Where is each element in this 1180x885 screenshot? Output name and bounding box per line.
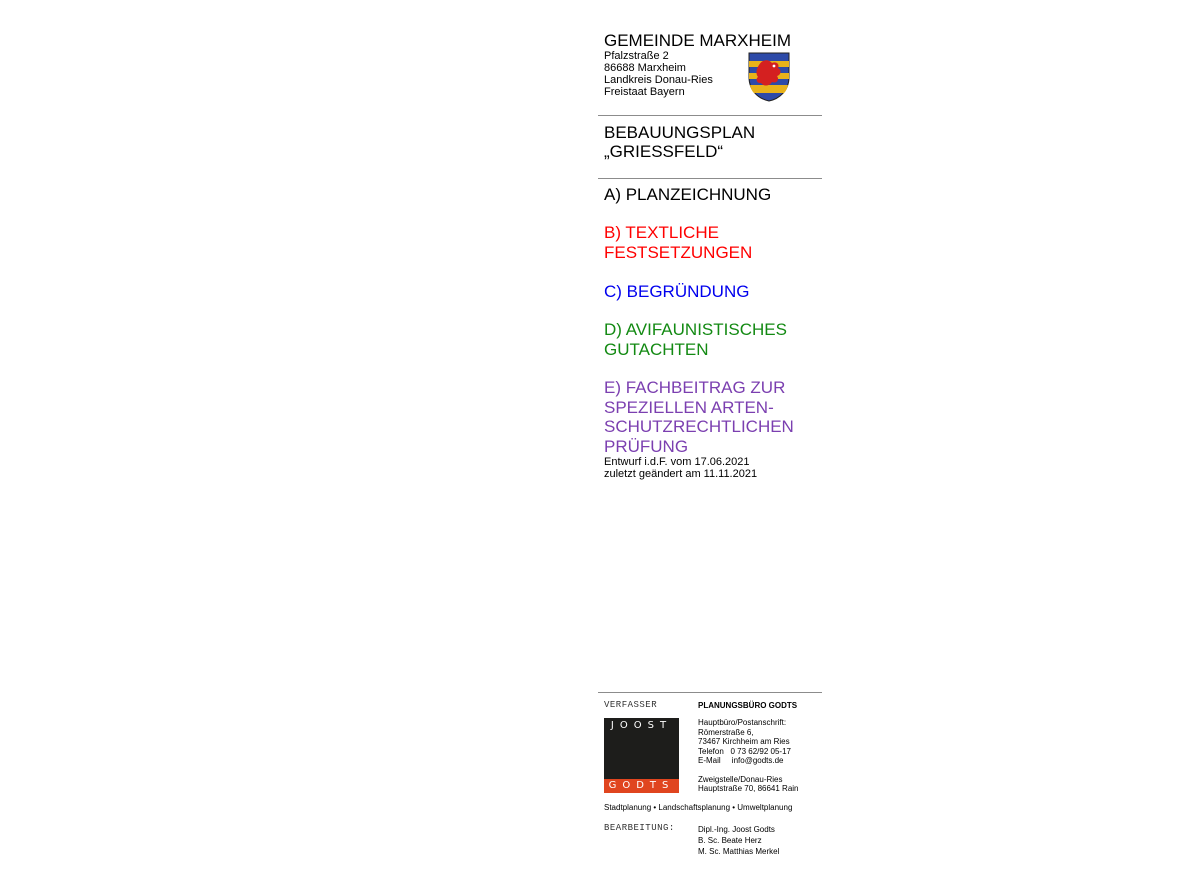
section-a-label: A) PLANZEICHNUNG [604,185,772,204]
plan-title-line: „GRIESSFELD“ [604,142,724,161]
section-e-line: PRÜFUNG [604,436,689,456]
address-line: Pfalzstraße 2 [604,50,669,62]
section-d: D) AVIFAUNISTISCHES GUTACHTEN [604,320,787,359]
editor-name: M. Sc. Matthias Merkel [698,847,780,856]
branch-address: Hauptstraße 70, 86641 Rain [698,784,799,793]
section-e: E) FACHBEITRAG ZUR SPEZIELLEN ARTEN- SCH… [604,378,794,456]
address-block: Pfalzstraße 2 86688 Marxheim Landkreis D… [604,50,713,98]
main-office-street: Römerstraße 6, [698,727,754,737]
main-office-label: Hauptbüro/Postanschrift: [698,718,787,727]
phone-label: Telefon [698,746,724,756]
logo-bottom-text: GODTS [604,779,679,793]
section-e-line: SCHUTZRECHTLICHEN [604,417,794,436]
plan-title: BEBAUUNGSPLAN „GRIESSFELD“ [604,123,755,161]
editors-list: Dipl.-Ing. Joost Godts B. Sc. Beate Herz… [698,824,779,857]
section-d-line: GUTACHTEN [604,339,709,359]
section-d-line: D) AVIFAUNISTISCHES [604,320,787,339]
main-office-city: 73467 Kirchheim am Ries [698,737,790,746]
section-b-line: B) TEXTLICHE [604,223,719,242]
municipality-name: GEMEINDE MARXHEIM [604,31,792,50]
services-line: Stadtplanung • Landschaftsplanung • Umwe… [604,803,793,812]
date-block: Entwurf i.d.F. vom 17.06.2021 zuletzt ge… [604,456,757,480]
email-address: info@godts.de [731,756,784,765]
editor-name: Dipl.-Ing. Joost Godts [698,825,775,834]
address-line: 86688 Marxheim [604,62,686,74]
divider [598,692,822,693]
divider [598,115,822,116]
phone-row: Telefon 0 73 62/92 05-17 [698,747,799,757]
email-row: E-Mail info@godts.de [698,756,799,766]
divider [598,178,822,179]
editing-label: BEARBEITUNG: [604,823,675,833]
office-name: PLANUNGSBÜRO GODTS [698,701,798,710]
logo-top-text: JOOST [610,720,673,731]
draft-date: Entwurf i.d.F. vom 17.06.2021 [604,456,750,468]
coat-of-arms-icon [748,52,790,102]
plan-title-line: BEBAUUNGSPLAN [604,123,756,142]
address-line: Freistaat Bayern [604,86,685,98]
address-line: Landkreis Donau-Ries [604,74,713,86]
section-b: B) TEXTLICHE FESTSETZUNGEN [604,223,752,262]
phone-number: 0 73 62/92 05-17 [730,746,791,756]
section-c-label: C) BEGRÜNDUNG [604,282,750,301]
section-c: C) BEGRÜNDUNG [604,282,749,302]
office-logo: JOOST GODTS [604,718,679,793]
branch-label: Zweigstelle/Donau-Ries [698,774,783,784]
editor-name: B. Sc. Beate Herz [698,836,762,845]
email-label: E-Mail [698,756,721,765]
section-a: A) PLANZEICHNUNG [604,185,771,205]
author-label: VERFASSER [604,700,658,710]
section-e-line: E) FACHBEITRAG ZUR [604,378,786,397]
office-contact: Hauptbüro/Postanschrift: Römerstraße 6, … [698,718,799,794]
section-b-line: FESTSETZUNGEN [604,242,753,262]
changed-date: zuletzt geändert am 11.11.2021 [604,468,758,480]
section-e-line: SPEZIELLEN ARTEN- [604,397,774,417]
